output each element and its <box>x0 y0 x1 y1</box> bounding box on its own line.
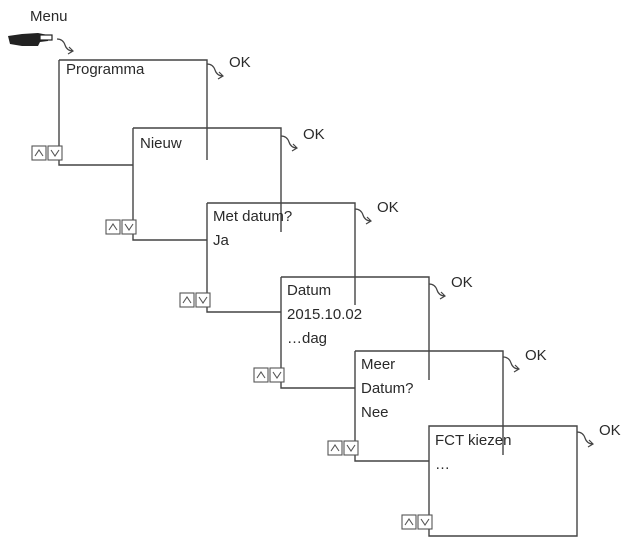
step-box-3-return <box>206 203 281 313</box>
step-5-line-1: Meer <box>361 356 396 373</box>
curved-enter-arrow-icon <box>576 431 594 448</box>
step-6-line-1: FCT kiezen <box>435 432 512 449</box>
step-box-4-return <box>280 277 355 389</box>
ok-label-1: OK <box>229 54 251 71</box>
ok-label-4: OK <box>451 274 473 291</box>
up-down-keys-icon <box>401 514 433 530</box>
up-down-keys-icon <box>179 292 211 308</box>
curved-enter-arrow-icon <box>280 135 298 152</box>
step-box-1-return <box>58 60 133 166</box>
step-4-line-1: Datum <box>287 282 332 299</box>
step-box-4-frame <box>281 276 430 380</box>
ok-label-5: OK <box>525 347 547 364</box>
up-down-keys-icon <box>327 440 359 456</box>
step-box-5-frame <box>355 350 504 455</box>
step-2-line-1: Nieuw <box>140 135 182 152</box>
curved-enter-arrow-icon <box>502 356 520 373</box>
ok-label-2: OK <box>303 126 325 143</box>
step-box-2-frame <box>133 127 282 232</box>
curved-enter-arrow-icon <box>56 38 74 55</box>
step-6-line-2: … <box>435 456 450 473</box>
pointing-hand-icon <box>8 33 53 46</box>
step-4-line-3: …dag <box>287 330 328 347</box>
menu-label: Menu <box>30 8 68 25</box>
step-3-line-1: Met datum? <box>213 208 293 225</box>
step-box-5-return <box>354 351 429 462</box>
step-4-line-2: 2015.10.02 <box>287 306 363 323</box>
curved-enter-arrow-icon <box>428 283 446 300</box>
ok-label-3: OK <box>377 199 399 216</box>
up-down-keys-icon <box>253 367 285 383</box>
curved-enter-arrow-icon <box>206 63 224 80</box>
up-down-keys-icon <box>105 219 137 235</box>
up-down-keys-icon <box>31 145 63 161</box>
step-5-line-2: Datum? <box>361 380 414 397</box>
curved-enter-arrow-icon <box>354 208 372 225</box>
step-box-3-frame <box>207 202 356 305</box>
step-1-line-1: Programma <box>66 61 145 78</box>
step-box-1-frame <box>59 59 208 160</box>
ok-label-6: OK <box>599 422 621 439</box>
step-3-line-2: Ja <box>213 232 229 249</box>
step-5-line-3: Nee <box>361 404 389 421</box>
step-box-6-frame <box>428 425 578 537</box>
step-box-2-return <box>132 128 207 241</box>
